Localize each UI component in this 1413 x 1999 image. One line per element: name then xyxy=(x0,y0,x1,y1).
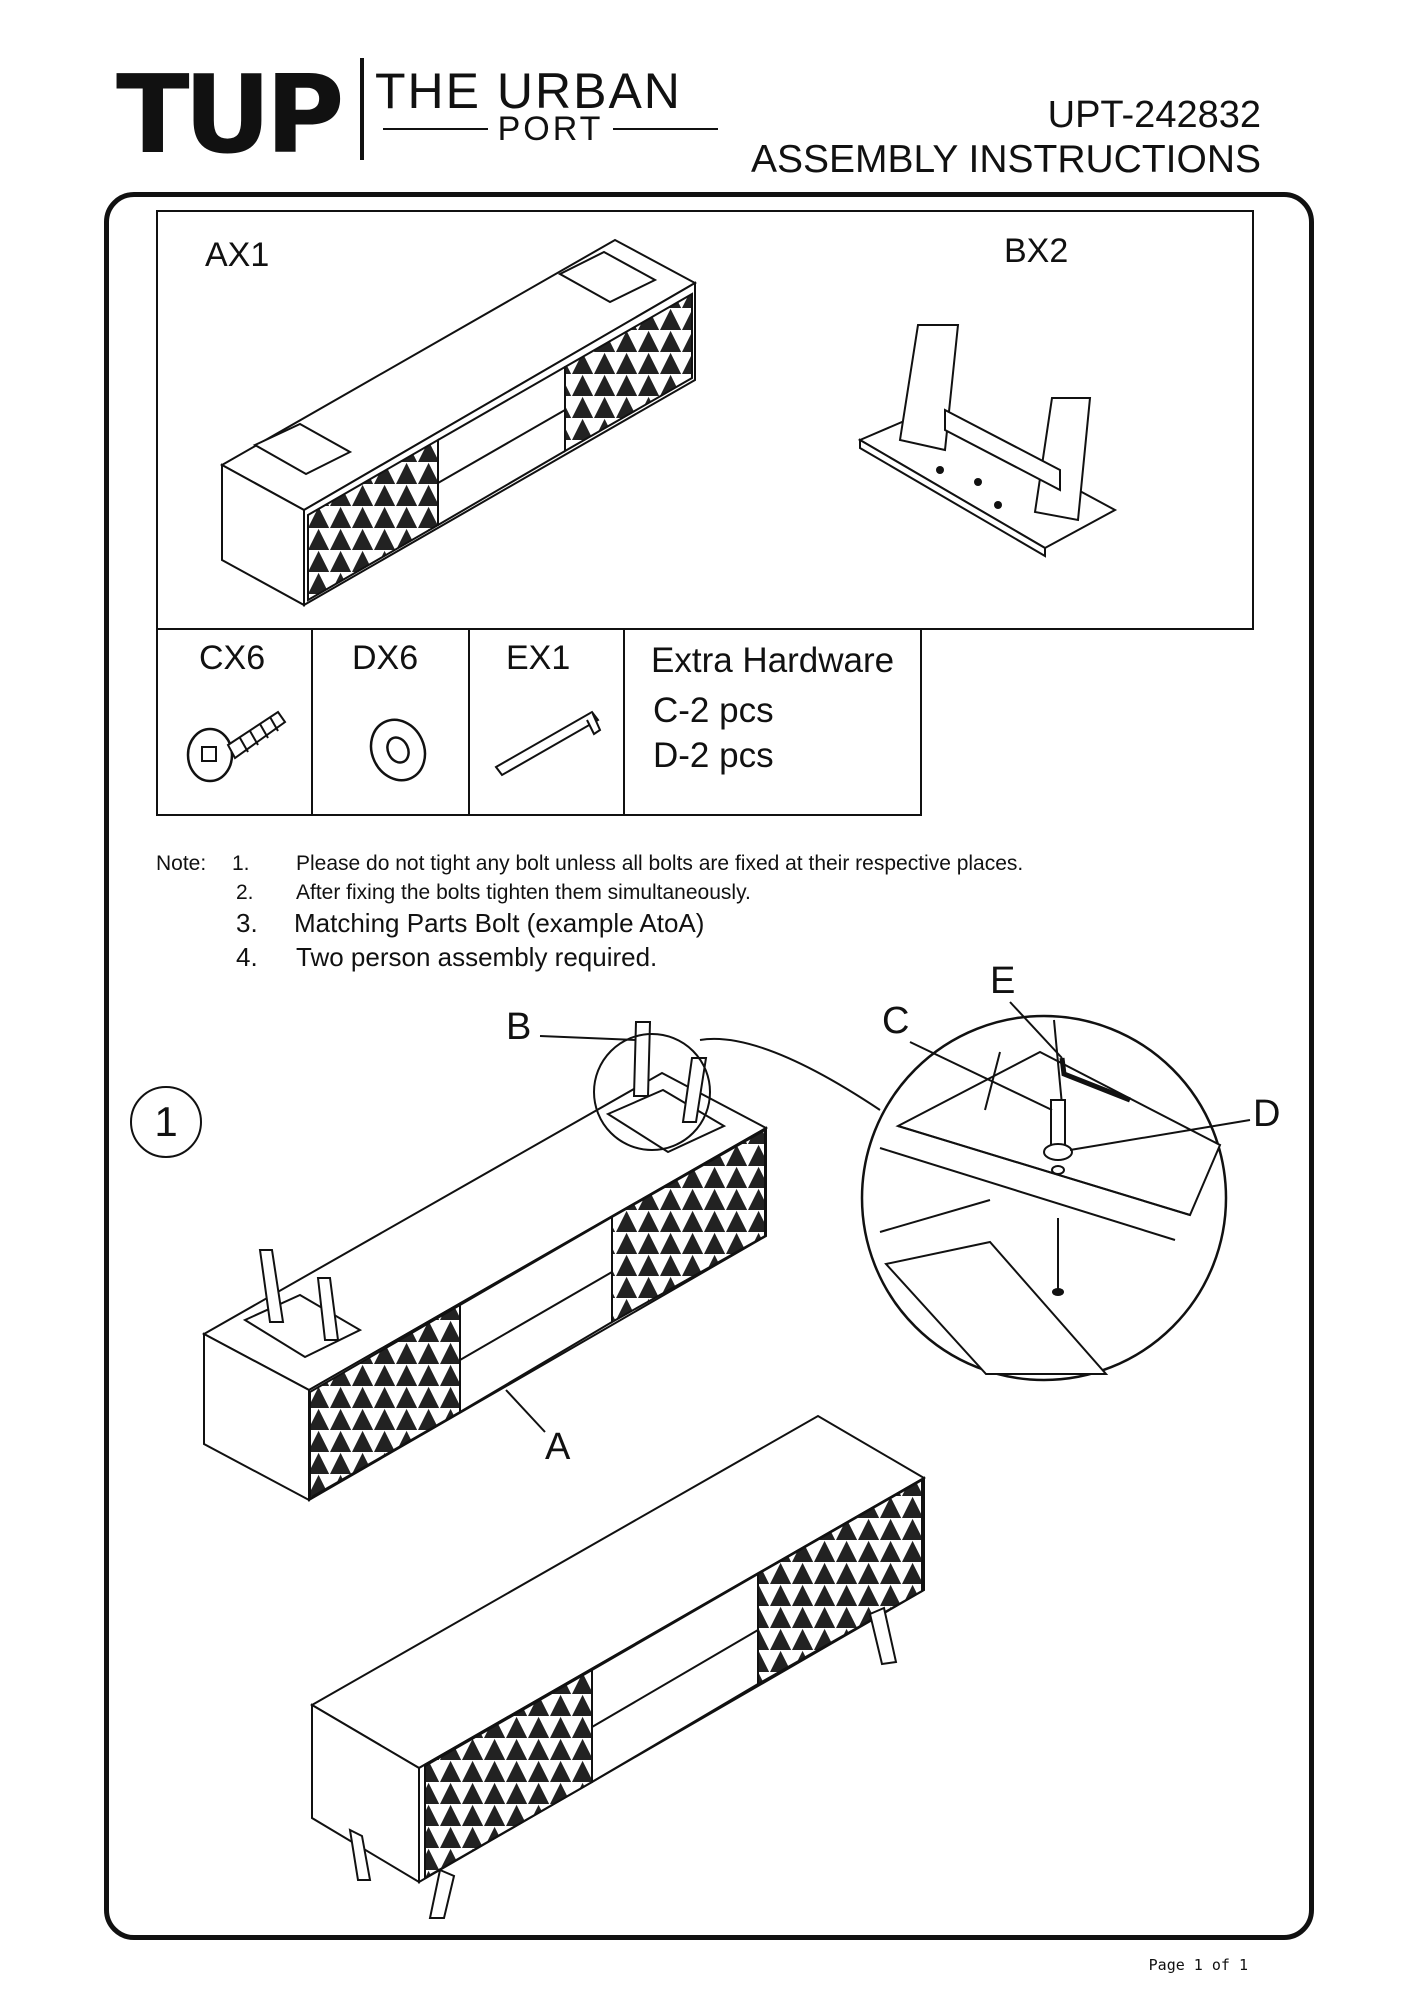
hardware-divider xyxy=(311,628,313,816)
hardware-divider xyxy=(468,628,470,816)
hardware-table xyxy=(156,628,922,816)
part-label-a: AX1 xyxy=(205,236,270,274)
hardware-label-e: EX1 xyxy=(506,639,571,677)
note-number: 1. xyxy=(232,852,250,875)
document-title: ASSEMBLY INSTRUCTIONS xyxy=(751,138,1261,181)
note-number: 2. xyxy=(236,881,254,904)
step-number: 1 xyxy=(154,1098,178,1145)
extra-hardware-title: Extra Hardware xyxy=(651,641,895,680)
part-label-b: BX2 xyxy=(1004,232,1069,270)
page-frame xyxy=(104,192,1314,1940)
callout-d: D xyxy=(1253,1093,1281,1135)
callout-a: A xyxy=(545,1426,571,1468)
extra-hardware-line: C-2 pcs xyxy=(653,691,774,730)
note-number: 3. xyxy=(236,908,258,938)
note-text: Two person assembly required. xyxy=(296,942,658,972)
callout-c: C xyxy=(882,1000,910,1042)
hardware-divider xyxy=(623,628,625,816)
brand-logo-mark: TUP xyxy=(116,53,345,178)
note-text: After fixing the bolts tighten them simu… xyxy=(296,881,751,904)
callout-e: E xyxy=(990,960,1016,1002)
brand-name-port: PORT xyxy=(497,110,604,148)
brand-name-line2: PORT xyxy=(383,112,718,146)
logo-divider xyxy=(360,58,364,160)
extra-hardware-line: D-2 pcs xyxy=(653,736,774,775)
model-number: UPT-242832 xyxy=(1047,94,1261,136)
parts-box xyxy=(156,210,1254,630)
callout-b: B xyxy=(506,1006,532,1048)
notes-prefix: Note: xyxy=(156,852,207,875)
brand-name-line1: THE URBAN xyxy=(375,63,682,119)
hardware-label-d: DX6 xyxy=(352,639,419,677)
note-text: Please do not tight any bolt unless all … xyxy=(296,852,1024,875)
step-number-badge: 1 xyxy=(130,1086,202,1158)
note-number: 4. xyxy=(236,942,258,972)
note-text: Matching Parts Bolt (example AtoA) xyxy=(294,908,705,938)
hardware-label-c: CX6 xyxy=(199,639,266,677)
page-footer: Page 1 of 1 xyxy=(1148,1956,1248,1974)
